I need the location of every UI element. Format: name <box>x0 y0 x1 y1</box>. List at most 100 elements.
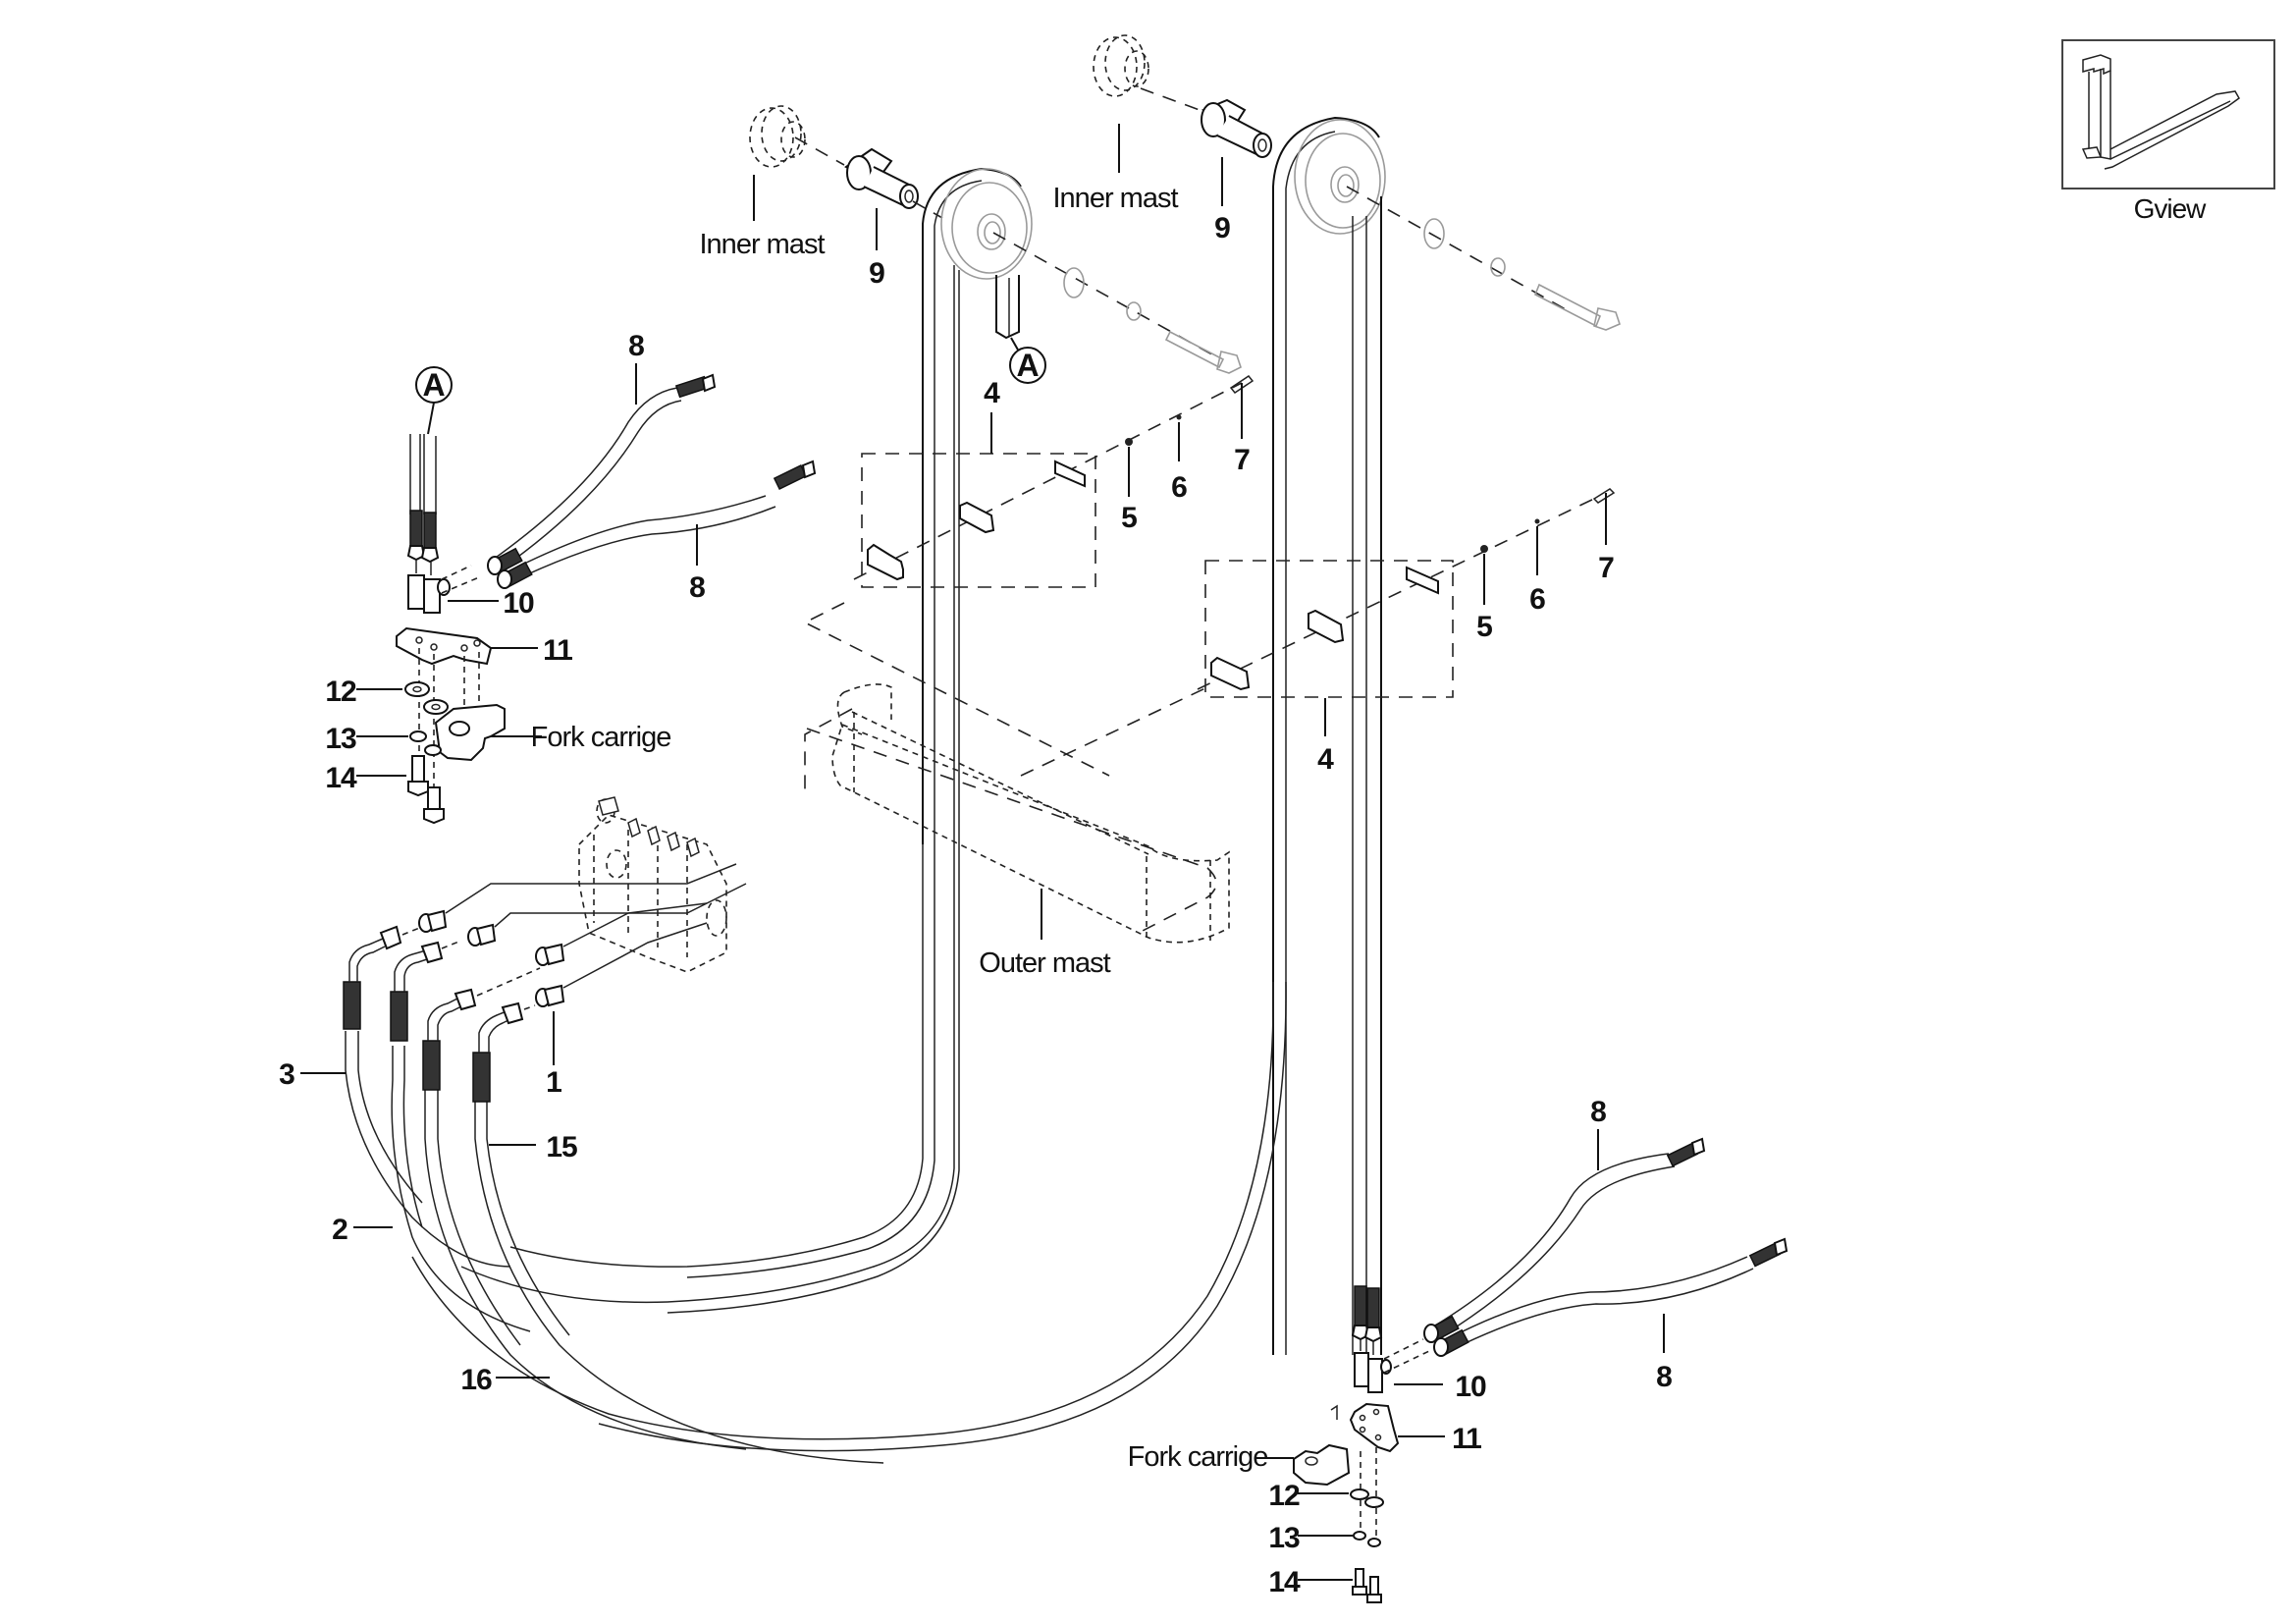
callout-15: 15 <box>546 1131 577 1163</box>
tee-fitting-part-10-right <box>1354 1338 1430 1393</box>
lock-washer-part-13-left-b <box>424 744 442 756</box>
fork-carriage-block-right <box>1293 1443 1351 1487</box>
callout-11-right: 11 <box>1452 1423 1481 1455</box>
callout-4-upper: 4 <box>984 377 1000 409</box>
fork-carriage-block-left <box>434 703 506 762</box>
inner-mast-label-right: Inner mast <box>1053 183 1179 214</box>
washer-part-12-right-a <box>1350 1488 1369 1500</box>
plate-part-4c <box>1054 460 1086 488</box>
callout-9-right: 9 <box>1214 212 1230 244</box>
bolt-part-7-lower <box>1592 488 1616 504</box>
callout-16: 16 <box>460 1364 492 1396</box>
callout-6-upper: 6 <box>1171 471 1187 504</box>
right-pulley-assembly: Inner mast 9 <box>1053 34 1621 1355</box>
left-pulley-assembly: Inner mast 9 A <box>700 105 1242 844</box>
adapter <box>535 984 565 1007</box>
bolt-part-7-upper <box>1229 374 1255 395</box>
callout-14-left: 14 <box>325 762 357 794</box>
bolt-part-14-right-a <box>1352 1568 1367 1596</box>
lock-washer-left <box>1126 301 1142 321</box>
bolt-part-14-left-b <box>423 786 445 825</box>
fork-carriage-label-right: Fork carrige <box>1128 1441 1268 1473</box>
callout-5-upper: 5 <box>1121 502 1137 534</box>
washer-part-6-lower <box>1534 518 1540 524</box>
outer-mast-label: Outer mast <box>979 947 1110 979</box>
washer-right <box>1423 218 1445 249</box>
pulley-left <box>922 167 1033 844</box>
inner-mast-roller-right <box>1093 34 1149 97</box>
callout-13-right: 13 <box>1268 1522 1300 1554</box>
bracket-part-11-left <box>396 626 493 666</box>
nut-part-5-upper <box>1125 438 1133 446</box>
clamp-part-4d <box>1210 656 1251 691</box>
washer-part-12-right-b <box>1364 1496 1384 1508</box>
shaft-part-9-left <box>844 147 919 209</box>
callout-6-lower: 6 <box>1529 583 1545 616</box>
bolt-left <box>1164 330 1242 374</box>
callout-8-left-lower: 8 <box>689 571 705 604</box>
inner-mast-label-left: Inner mast <box>700 229 826 260</box>
adapter <box>467 923 497 947</box>
callout-5-lower: 5 <box>1476 611 1492 643</box>
lock-washer-part-13-left-a <box>409 730 427 742</box>
part-4-kit-upper: 4 5 6 7 <box>803 374 1255 777</box>
control-valve <box>578 798 727 973</box>
adapter <box>418 909 448 933</box>
hoses-part-8-left: 8 8 <box>487 330 817 604</box>
fork-carriage-assembly-left: A 10 11 <box>325 366 671 825</box>
callout-1: 1 <box>546 1066 561 1099</box>
shaft-part-9-right <box>1201 98 1272 158</box>
tee-fitting-part-10-left <box>407 565 480 614</box>
clamp-part-4e <box>1308 609 1345 644</box>
hose-part-15 <box>424 1090 747 1450</box>
pulley-right <box>1272 116 1386 1355</box>
inset-caption: Gview <box>2134 193 2208 224</box>
hoses-part-8-right: 8 8 <box>1423 1096 1789 1393</box>
callout-7-upper: 7 <box>1234 444 1250 476</box>
lock-washer-part-13-right-a <box>1353 1531 1366 1541</box>
hose-part-16 <box>474 1102 884 1464</box>
callout-8-right-lower: 8 <box>1656 1361 1672 1393</box>
lock-washer-part-13-right-b <box>1367 1538 1381 1547</box>
gview-inset: Gview <box>2061 39 2275 224</box>
callout-9-left: 9 <box>869 257 884 290</box>
detail-marker-a-right <box>1009 347 1046 384</box>
hose-crimp-15 <box>422 1040 441 1091</box>
fork-icon <box>2081 54 2240 170</box>
hose-crimp-3 <box>343 981 361 1030</box>
bracket-part-11-right <box>1349 1402 1400 1453</box>
valve-hoses <box>343 925 884 1464</box>
callout-11-left: 11 <box>543 634 572 667</box>
callout-3: 3 <box>279 1058 294 1091</box>
callout-12-right: 12 <box>1268 1480 1300 1512</box>
inner-mast-roller-left <box>749 105 806 168</box>
bolt-right <box>1533 283 1621 331</box>
clamp-part-4b <box>959 501 995 534</box>
adapter <box>535 943 565 966</box>
mast-hose-loop <box>411 844 1287 1452</box>
bolt-part-14-left-a <box>407 755 429 797</box>
adapters-part-1: 1 <box>418 863 747 1099</box>
outer-mast: Outer mast <box>804 683 1230 979</box>
callout-14-right: 14 <box>1268 1566 1301 1598</box>
callout-8-right-upper: 8 <box>1590 1096 1606 1128</box>
washer-left <box>1063 267 1085 298</box>
hose-crimp-2 <box>390 991 408 1042</box>
bolt-part-14-right-b <box>1366 1576 1382 1603</box>
washer-part-6-upper <box>1176 414 1182 420</box>
lock-washer-right <box>1490 257 1506 277</box>
callout-13-left: 13 <box>325 723 356 755</box>
control-valve-fittings <box>598 796 700 858</box>
washer-part-12-left-b <box>423 699 449 715</box>
callout-8-left-upper: 8 <box>628 330 644 362</box>
callout-10-left: 10 <box>503 587 534 620</box>
nut-part-5-lower <box>1480 545 1488 553</box>
part-4-kit-lower: 4 5 6 7 <box>1197 488 1616 776</box>
fork-carriage-label-left: Fork carrige <box>531 722 671 753</box>
washer-part-12-left-a <box>404 681 430 697</box>
detail-marker-a-text-left: A <box>422 367 445 403</box>
detail-marker-a-text-right: A <box>1016 348 1039 383</box>
callout-2: 2 <box>332 1214 347 1246</box>
callout-10-right: 10 <box>1455 1371 1486 1403</box>
